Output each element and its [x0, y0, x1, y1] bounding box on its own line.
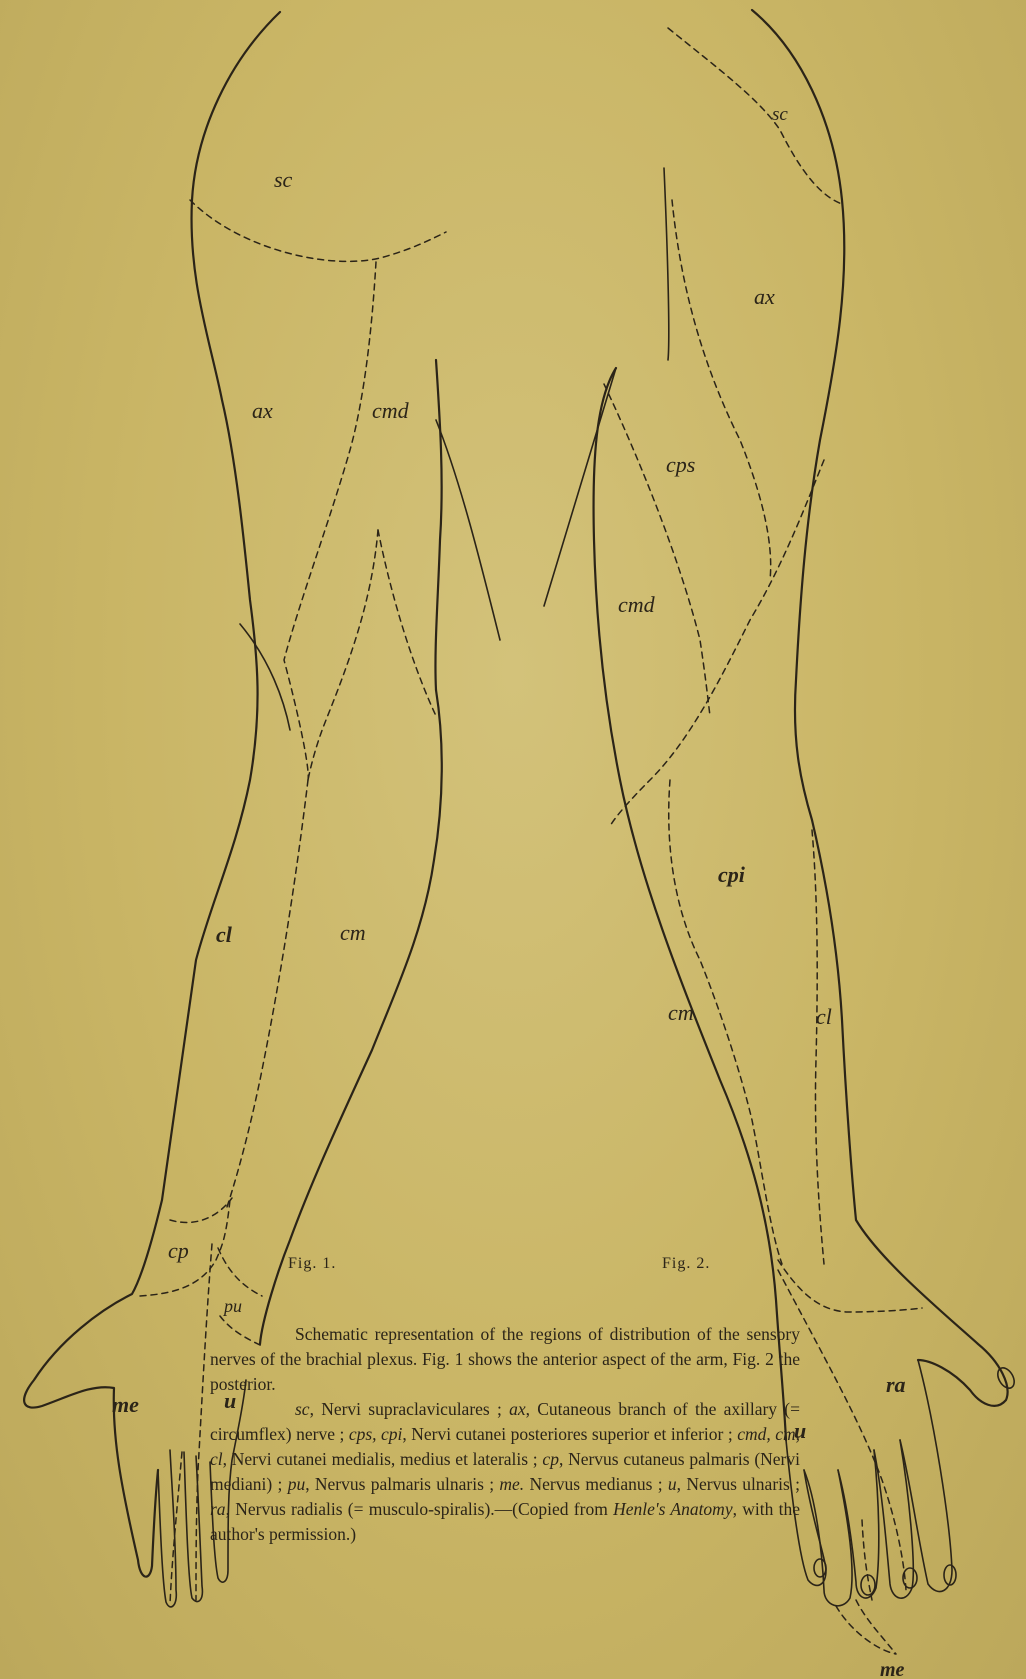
fig2-finger-3 — [838, 1450, 879, 1598]
legend-text: Nervus medianus ; — [524, 1474, 668, 1494]
fig2-label-ra: ra — [886, 1372, 906, 1397]
fig2-label-cmd: cmd — [618, 592, 656, 617]
fig2-nail-5 — [814, 1559, 826, 1577]
legend-abbr: cps, cpi — [349, 1424, 403, 1444]
legend-text: , Nervus ulnaris ; — [677, 1474, 800, 1494]
fig1-boundary-cm-upper — [308, 530, 378, 780]
legend-text: , Nervi supraclaviculares ; — [310, 1399, 510, 1419]
fig2-boundary-cps — [610, 460, 824, 826]
legend-text: , Nervi cutanei posteriores superior et … — [402, 1424, 737, 1444]
fig1-finger-2 — [184, 1452, 202, 1602]
legend-abbr: u — [668, 1474, 677, 1494]
fig2-boundary-wrist — [778, 1260, 922, 1312]
fig2-upper-left-line — [544, 368, 616, 606]
fig1-boundary-cl — [226, 780, 308, 1210]
fig2-boundary-cl — [812, 830, 824, 1264]
fig2-caption-label: Fig. 2. — [662, 1255, 710, 1272]
legend-abbr: sc — [295, 1399, 310, 1419]
fig2-label-cpi: cpi — [718, 862, 746, 887]
legend-abbr: pu — [288, 1474, 306, 1494]
fig1-boundary-sc — [190, 200, 446, 261]
fig2-boundary-finger — [862, 1520, 872, 1600]
legend-abbr: cp — [542, 1449, 559, 1469]
caption-legend: sc, Nervi supraclaviculares ; ax, Cutane… — [210, 1397, 800, 1547]
fig1-finger-1 — [158, 1450, 176, 1607]
fig2-label-ax: ax — [754, 284, 775, 309]
fig2-label-me: me — [880, 1659, 905, 1679]
fig2-boundary-ax — [672, 200, 771, 580]
fig1-label-me: me — [112, 1392, 139, 1417]
figure-caption: Schematic representation of the regions … — [210, 1322, 800, 1547]
fig2-left-outline — [594, 368, 786, 1440]
fig2-label-sc: sc — [772, 104, 788, 125]
legend-text: , Nervi cutanei medialis, medius et late… — [223, 1449, 543, 1469]
fig1-elbow-crease — [240, 624, 290, 730]
fig1-label-cp: cp — [168, 1238, 189, 1263]
fig2-finger-1 — [900, 1360, 952, 1592]
caption-description: Schematic representation of the regions … — [210, 1322, 800, 1397]
fig1-label-ax: ax — [252, 398, 273, 423]
legend-abbr: me. — [499, 1474, 524, 1494]
fig1-boundary-cm-right — [378, 530, 436, 716]
fig2-label-cm: cm — [668, 1000, 694, 1025]
legend-text: , Nervus palmaris ulnaris ; — [305, 1474, 499, 1494]
fig1-upper-right-outline — [435, 360, 441, 690]
fig1-label-cmd: cmd — [372, 398, 410, 423]
legend-source-title: Henle's Anatomy — [613, 1499, 733, 1519]
fig2-nail-1 — [994, 1365, 1017, 1391]
fig2-boundary-sc — [668, 28, 842, 204]
fig2-finger-4 — [804, 1470, 852, 1606]
fig1-label-pu: pu — [222, 1296, 242, 1316]
fig2-boundary-me — [836, 1600, 896, 1654]
fig1-boundary-cp — [170, 1198, 232, 1222]
fig1-label-cm: cm — [340, 920, 366, 945]
fig1-label-sc: sc — [274, 167, 293, 192]
fig1-label-cl: cl — [216, 922, 233, 947]
fig2-label-cps: cps — [666, 452, 695, 477]
fig2-boundary-cmd — [604, 384, 710, 716]
fig1-caption-label: Fig. 1. — [288, 1255, 336, 1272]
fig1-right-outline — [260, 690, 442, 1344]
fig1-boundary-cmd — [284, 262, 376, 780]
legend-abbr: ra — [210, 1499, 226, 1519]
fig2-right-outline — [752, 10, 1008, 1406]
legend-text: , Nervus radialis (= musculo-spiralis).—… — [226, 1499, 614, 1519]
fig1-boundary-pu — [218, 1248, 262, 1296]
fig2-upper-inner-line — [664, 168, 669, 360]
fig1-axilla-line — [436, 420, 500, 640]
legend-abbr: ax — [509, 1399, 526, 1419]
fig2-label-cl: cl — [816, 1004, 832, 1029]
